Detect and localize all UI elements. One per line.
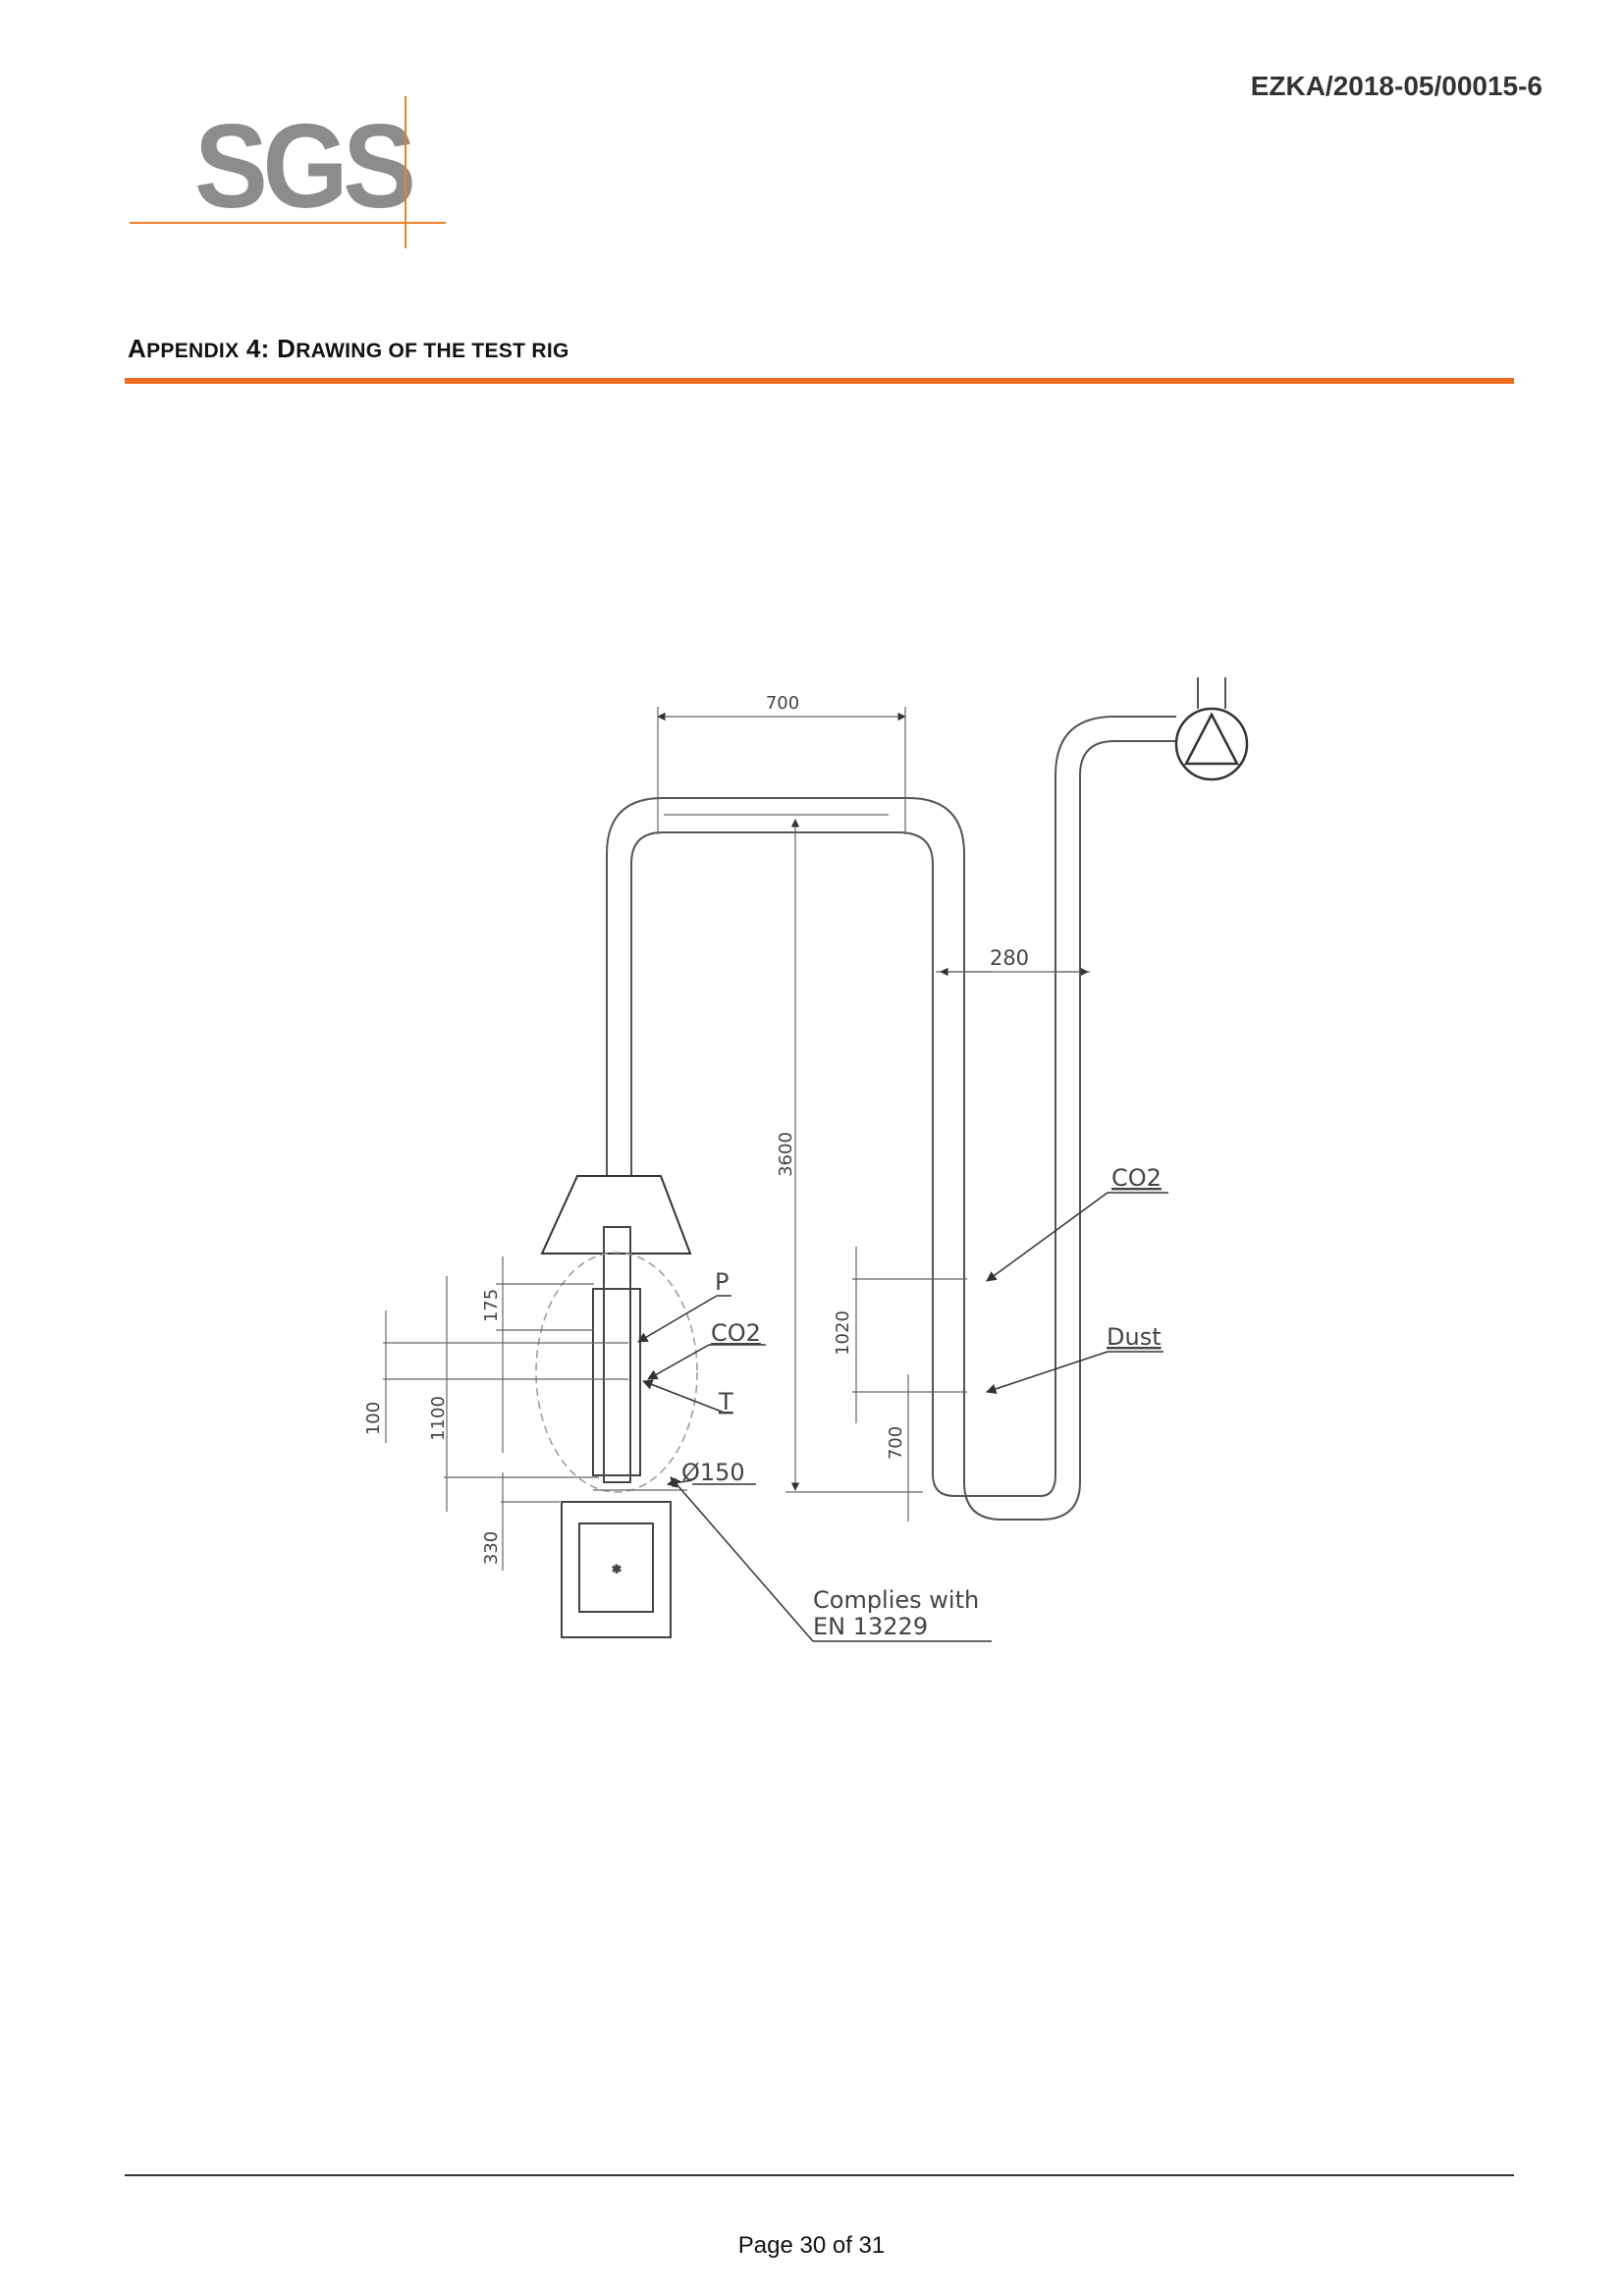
dimension-lines (383, 707, 1090, 1571)
leader-lines (637, 1192, 1168, 1642)
dim-height: 3600 (776, 1132, 796, 1177)
appliance-outline: * (535, 1226, 698, 1638)
label-co2-left: CO2 (711, 1319, 761, 1347)
logo-vertical-line (405, 96, 406, 248)
footer-rule (125, 2174, 1514, 2176)
logo-horizontal-line (130, 222, 446, 224)
logo-text: SGS (194, 99, 416, 233)
dim-1100: 1100 (428, 1396, 449, 1441)
duct-outline (606, 716, 1176, 1521)
label-dust: Dust (1107, 1323, 1162, 1351)
report-id: EZKA/2018-05/00015-6 (1250, 71, 1542, 101)
note-line2: EN 13229 (813, 1613, 928, 1640)
dim-330: 330 (481, 1531, 502, 1565)
dim-sampling-spacing: 1020 (833, 1310, 853, 1356)
dim-gap: 280 (990, 946, 1029, 970)
dim-100: 100 (363, 1402, 384, 1435)
label-diameter: Ø150 (681, 1459, 745, 1486)
label-t: T (718, 1388, 733, 1415)
page-number: Page 30 of 31 (737, 2232, 886, 2259)
label-p: P (715, 1268, 729, 1296)
dim-top-width: 700 (766, 693, 799, 714)
svg-text:*: * (613, 1562, 621, 1580)
hood-outline (540, 1175, 692, 1255)
sgs-logo: SGS (130, 96, 454, 248)
dim-hood-175: 175 (481, 1289, 502, 1322)
section-rule (125, 378, 1514, 384)
fan-icon (1174, 677, 1249, 781)
section-title: APPENDIX 4: DRAWING OF THE TEST RIG (128, 334, 569, 363)
dim-bottom-offset: 700 (886, 1426, 906, 1460)
label-co2-right: CO2 (1111, 1164, 1162, 1192)
note-line1: Complies with (813, 1586, 979, 1614)
